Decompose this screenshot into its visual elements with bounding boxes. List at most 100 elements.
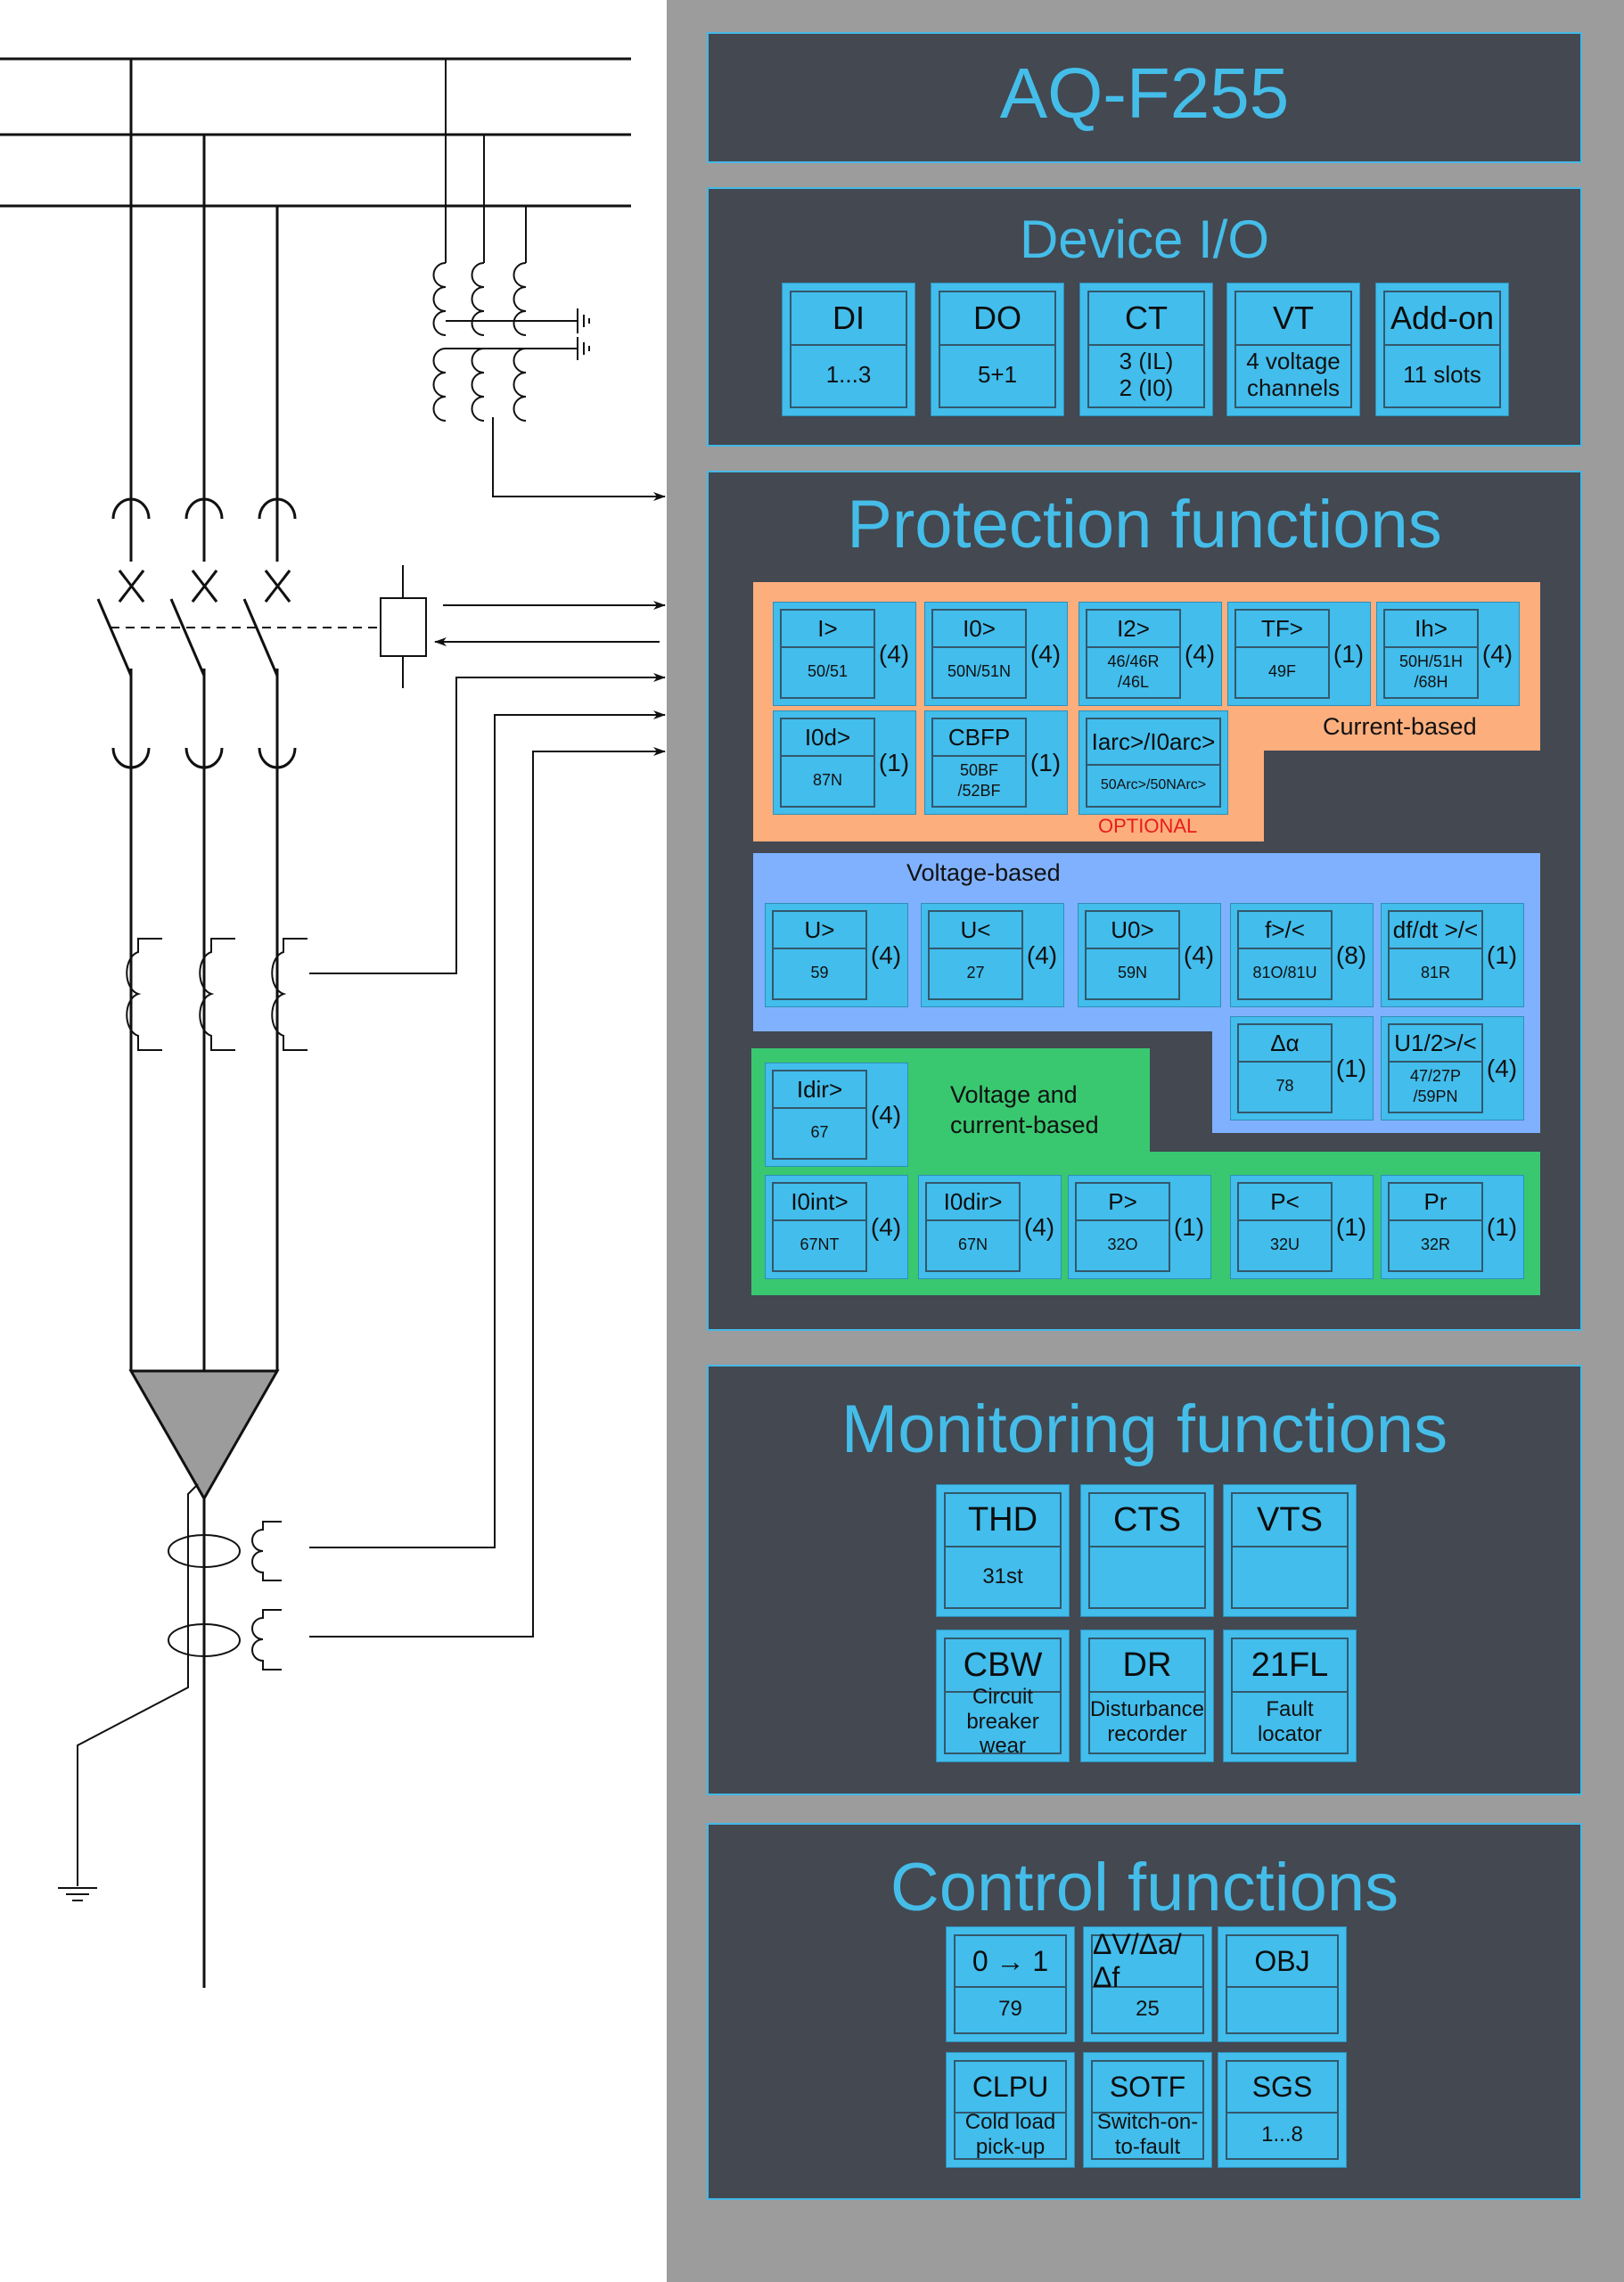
protection-p-instance-count: (1) [1335, 1212, 1367, 1241]
protection-p-symbol: P> [1077, 1184, 1169, 1221]
protection-i0-frame: I0> 50N/51N [931, 609, 1027, 699]
protection-f-symbol: f>/< [1239, 912, 1331, 949]
protection-i2-symbol: I2> [1087, 611, 1179, 648]
protection-df-dt-ansi-code: 81R [1420, 964, 1451, 982]
io-tile-vt-label: VT [1236, 292, 1350, 346]
protection-arc-optional-ansi-code: 50Arc>/50NArc> [1100, 776, 1207, 792]
protection-i2: I2>46/46R /46L(4) [1079, 602, 1222, 706]
protection-i0d: I0d>87N(1) [773, 710, 916, 815]
monitoring-tile-dr-value: Disturbance recorder [1089, 1696, 1205, 1746]
monitoring-tile-cbw-label: CBW [946, 1639, 1060, 1693]
monitoring-tile-cbw-value: Circuit breaker wear [966, 1685, 1039, 1759]
protection-u0-symbol: U0> [1087, 912, 1178, 949]
control-tile-clpu-label: CLPU [956, 2062, 1065, 2114]
io-tile-di-frame: DI 1...3 [790, 291, 907, 408]
protection-f: f>/<81O/81U(8) [1230, 903, 1374, 1007]
monitoring-title: Monitoring functions [841, 1391, 1448, 1467]
control-tile-clpu-value: Cold load pick-up [964, 2110, 1056, 2159]
protection-u1-2: U1/2>/<47/27P /59PN(4) [1381, 1016, 1524, 1120]
io-tile-ct-label: CT [1089, 292, 1203, 346]
monitoring-tile-cts-frame: CTS [1088, 1492, 1206, 1609]
protection-i0-ansi-code: 50N/51N [947, 662, 1012, 681]
protection-arc-optional: Iarc>/I0arc> 50Arc>/50NArc> [1079, 710, 1228, 815]
device-title: AQ-F255 [999, 53, 1290, 133]
protection-idir-frame: Idir>67 [772, 1070, 867, 1160]
protection-df-dt-symbol: df/dt >/< [1390, 912, 1481, 949]
protection-pr-ansi-code: 32R [1420, 1235, 1451, 1254]
monitoring-tile-21fl-value: Fault locator [1257, 1696, 1323, 1746]
cable-termination [128, 1369, 280, 1502]
cable-shield-earth [77, 1483, 199, 1886]
control-title: Control functions [890, 1850, 1399, 1925]
control-tile-v-a-f-value: 25 [1136, 1997, 1160, 2022]
io-tile-di: DI 1...3 [782, 283, 915, 416]
protection-ih-symbol: Ih> [1385, 611, 1477, 648]
protection-i-instance-count: (4) [878, 639, 910, 668]
protection-i2-instance-count: (4) [1184, 639, 1216, 668]
voltage-transformer [432, 59, 666, 501]
protection-i0-symbol: I0> [933, 611, 1025, 648]
io-tile-add-on-label: Add-on [1385, 292, 1499, 346]
protection-u0-instance-count: (4) [1183, 940, 1215, 969]
protection-title: Protection functions [847, 487, 1442, 562]
protection-u-frame: U>59 [772, 910, 867, 1000]
current-based-label: Current-based [1323, 713, 1477, 740]
protection-u: U>59(4) [765, 903, 908, 1007]
protection-i0d-ansi-code: 87N [812, 771, 843, 790]
control-tile-v-a-f-label: ΔV/Δa/Δf [1093, 1928, 1202, 1993]
protection-i0dir: I0dir>67N(4) [918, 1175, 1062, 1279]
ct-phase-signal [309, 673, 666, 974]
protection-u-instance-count: (4) [870, 940, 902, 969]
control-tile-sgs-label: SGS [1227, 2062, 1337, 2114]
protection-item-instance-count: (1) [1335, 1054, 1367, 1082]
control-tile-v-a-f-frame: ΔV/Δa/Δf 25 [1091, 1928, 1204, 2034]
io-tile-di-label: DI [791, 292, 906, 346]
core-balance-cts [168, 1521, 282, 1670]
monitoring-tile-21fl-label: 21FL [1233, 1639, 1347, 1693]
protection-i0dir-ansi-code: 67N [957, 1235, 988, 1254]
protection-p-instance-count: (1) [1173, 1212, 1205, 1241]
control-tile-obj-frame: OBJ [1226, 1934, 1339, 2034]
protection-u0-ansi-code: 59N [1117, 964, 1148, 982]
protection-f-ansi-code: 81O/81U [1252, 964, 1317, 982]
protection-u: U<27(4) [921, 903, 1064, 1007]
protection-p-ansi-code: 32O [1107, 1235, 1138, 1254]
protection-idir: Idir>67(4) [765, 1063, 908, 1167]
voltage-current-based-label: Voltage and current-based [950, 1081, 1099, 1138]
protection-u-frame: U<27 [928, 910, 1023, 1000]
protection-u1-2-ansi-code: 47/27P /59PN [1409, 1067, 1462, 1105]
protection-pr-symbol: Pr [1390, 1184, 1481, 1221]
protection-p-ansi-code: 32U [1269, 1235, 1300, 1254]
monitoring-tile-thd-label: THD [946, 1494, 1060, 1547]
protection-arc-optional-symbol: Iarc>/I0arc> [1087, 719, 1219, 766]
protection-i0d-frame: I0d>87N [780, 718, 875, 808]
ct-i0-signal-2 [309, 747, 666, 1638]
protection-p: P> 32O (1) [1068, 1175, 1211, 1279]
protection-u-symbol: U< [930, 912, 1021, 949]
protection-i0dir-frame: I0dir>67N [925, 1182, 1021, 1272]
io-tile-ct-value: 3 (IL) 2 (I0) [1119, 348, 1174, 401]
protection-tf-frame: TF>49F [1234, 609, 1330, 699]
device-io-title: Device I/O [1019, 209, 1270, 269]
protection-df-dt: df/dt >/<81R(1) [1381, 903, 1524, 1007]
control-tile-obj-value [1227, 1986, 1337, 2032]
io-tile-add-on-value: 11 slots [1403, 361, 1481, 389]
protection-cbfp-instance-count: (1) [1029, 748, 1062, 776]
optional-label: OPTIONAL [1098, 815, 1198, 837]
protection-arc-optional-frame: Iarc>/I0arc> 50Arc>/50NArc> [1086, 718, 1221, 808]
io-tile-di-value: 1...3 [825, 361, 872, 389]
